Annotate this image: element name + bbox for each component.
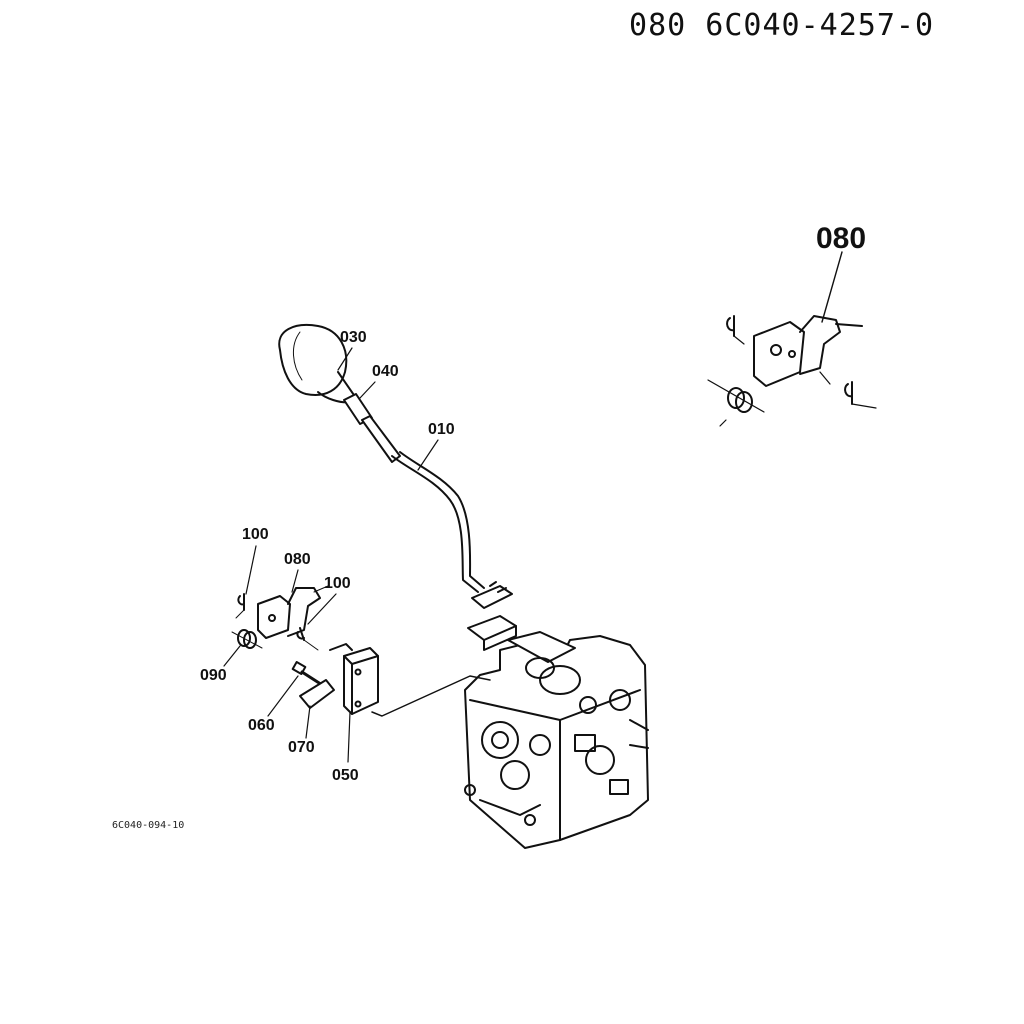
callout-bolt: 060: [248, 717, 275, 734]
detail-bracket-view: [707, 251, 877, 427]
lever-mount-plates: [467, 581, 517, 651]
part-number-header: 080 6C040-4257-0: [629, 8, 934, 43]
retaining-pin-upper: [235, 593, 245, 619]
lever-sleeve: [343, 393, 401, 463]
figure-code: 6C040-094-10: [112, 820, 185, 831]
callout-switch: 050: [332, 767, 359, 784]
callout-pin-upper: 100: [242, 526, 269, 543]
bracket-small: [257, 585, 329, 639]
flat-plate: [299, 679, 335, 709]
shift-lever-rod: [391, 451, 485, 593]
callout-sleeve: 040: [372, 363, 399, 380]
callout-pin-right: 100: [324, 575, 351, 592]
callout-plate: 070: [288, 739, 315, 756]
switch-wire: [371, 675, 491, 717]
transmission-housing: [464, 631, 649, 849]
retaining-pin-right: [296, 627, 319, 651]
callout-lever: 010: [428, 421, 455, 438]
callout-bracket: 080: [284, 551, 311, 568]
detail-callout-label: 080: [816, 222, 867, 255]
callout-knob: 030: [340, 329, 367, 346]
leader-lines: [223, 347, 439, 763]
switch-body: [329, 643, 379, 715]
coil-spring: [231, 629, 263, 649]
callout-spring: 090: [200, 667, 227, 684]
